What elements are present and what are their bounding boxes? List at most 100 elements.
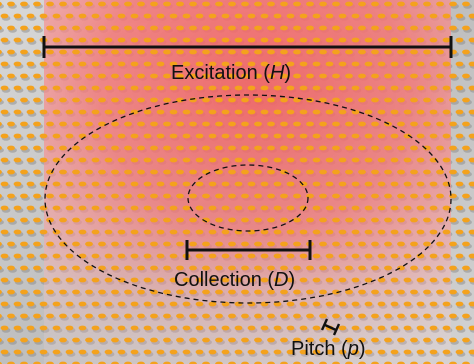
nanoparticle-dot (423, 265, 431, 271)
nanoparticle-dot (247, 301, 256, 307)
nanoparticle-dot (306, 25, 314, 31)
nanoparticle-dot (59, 289, 67, 295)
nanoparticle-dot (280, 193, 288, 199)
nanoparticle-dot (91, 133, 100, 139)
nanoparticle-dot (13, 325, 22, 331)
nanoparticle-dot (0, 109, 9, 115)
nanoparticle-dot (150, 193, 158, 199)
nanoparticle-dot (189, 25, 197, 31)
nanoparticle-dot (137, 289, 145, 295)
nanoparticle-dot (403, 205, 412, 211)
nanoparticle-dot (429, 109, 438, 115)
nanoparticle-dot (260, 109, 269, 115)
nanoparticle-dot (156, 109, 165, 115)
nanoparticle-dot (13, 181, 22, 187)
nanoparticle-dot (215, 97, 223, 103)
nanoparticle-dot (228, 1, 236, 7)
nanoparticle-dot (364, 229, 373, 235)
nanoparticle-dot (267, 313, 275, 319)
nanoparticle-dot (46, 241, 54, 247)
nanoparticle-dot (455, 37, 464, 43)
nanoparticle-dot (241, 49, 249, 55)
nanoparticle-dot (241, 97, 249, 103)
nanoparticle-dot (332, 265, 340, 271)
nanoparticle-dot (7, 73, 15, 79)
nanoparticle-dot (267, 49, 275, 55)
nanoparticle-dot (143, 109, 152, 115)
nanoparticle-dot (98, 361, 106, 364)
nanoparticle-dot (397, 241, 405, 247)
nanoparticle-dot (403, 325, 412, 331)
nanoparticle-dot (293, 217, 301, 223)
nanoparticle-dot (117, 205, 126, 211)
nanoparticle-dot (377, 13, 386, 19)
nanoparticle-dot (33, 97, 41, 103)
nanoparticle-dot (286, 133, 295, 139)
nanoparticle-dot (26, 181, 35, 187)
nanoparticle-dot (351, 133, 360, 139)
nanoparticle-dot (429, 13, 438, 19)
nanoparticle-dot (260, 61, 269, 67)
nanoparticle-dot (0, 361, 2, 364)
nanoparticle-dot (33, 241, 41, 247)
nanoparticle-dot (358, 361, 366, 364)
nanoparticle-dot (247, 61, 256, 67)
nanoparticle-dot (247, 229, 256, 235)
nanoparticle-dot (176, 1, 184, 7)
nanoparticle-dot (104, 229, 113, 235)
nanoparticle-dot (325, 253, 334, 259)
nanoparticle-dot (423, 25, 431, 31)
nanoparticle-dot (436, 25, 444, 31)
nanoparticle-dot (202, 241, 210, 247)
nanoparticle-dot (85, 337, 93, 343)
nanoparticle-dot (117, 349, 126, 355)
nanoparticle-dot (403, 13, 412, 19)
nanoparticle-dot (423, 217, 431, 223)
nanoparticle-dot (468, 301, 474, 307)
nanoparticle-dot (416, 133, 425, 139)
nanoparticle-dot (228, 169, 236, 175)
nanoparticle-dot (221, 13, 230, 19)
nanoparticle-dot (59, 241, 67, 247)
nanoparticle-dot (403, 229, 412, 235)
nanoparticle-dot (163, 361, 171, 364)
nanoparticle-dot (377, 61, 386, 67)
nanoparticle-dot (455, 109, 464, 115)
nanoparticle-dot (319, 193, 327, 199)
nanoparticle-dot (85, 25, 93, 31)
nanoparticle-dot (286, 325, 295, 331)
nanoparticle-dot (280, 361, 288, 364)
nanoparticle-dot (202, 193, 210, 199)
excitation-scale-bar (42, 36, 453, 58)
nanoparticle-dot (189, 241, 197, 247)
nanoparticle-dot (208, 205, 217, 211)
nanoparticle-dot (13, 85, 22, 91)
nanoparticle-dot (332, 121, 340, 127)
nanoparticle-dot (221, 109, 230, 115)
nanoparticle-dot (111, 193, 119, 199)
nanoparticle-dot (46, 193, 54, 199)
nanoparticle-dot (26, 253, 35, 259)
nanoparticle-dot (241, 289, 249, 295)
nanoparticle-dot (46, 289, 54, 295)
nanoparticle-dot (384, 217, 392, 223)
nanoparticle-dot (468, 181, 474, 187)
nanoparticle-dot (111, 169, 119, 175)
nanoparticle-dot (221, 61, 230, 67)
nanoparticle-dot (312, 181, 321, 187)
nanoparticle-dot (371, 121, 379, 127)
nanoparticle-dot (52, 349, 61, 355)
nanoparticle-dot (345, 145, 353, 151)
nanoparticle-dot (345, 1, 353, 7)
nanoparticle-dot (46, 217, 54, 223)
nanoparticle-dot (111, 121, 119, 127)
nanoparticle-dot (449, 289, 457, 295)
nanoparticle-dot (351, 325, 360, 331)
nanoparticle-dot (449, 265, 457, 271)
nanoparticle-dot (176, 217, 184, 223)
nanoparticle-dot (377, 229, 386, 235)
nanoparticle-dot (462, 73, 470, 79)
nanoparticle-dot (280, 289, 288, 295)
nanoparticle-dot (455, 253, 464, 259)
nanoparticle-dot (423, 241, 431, 247)
